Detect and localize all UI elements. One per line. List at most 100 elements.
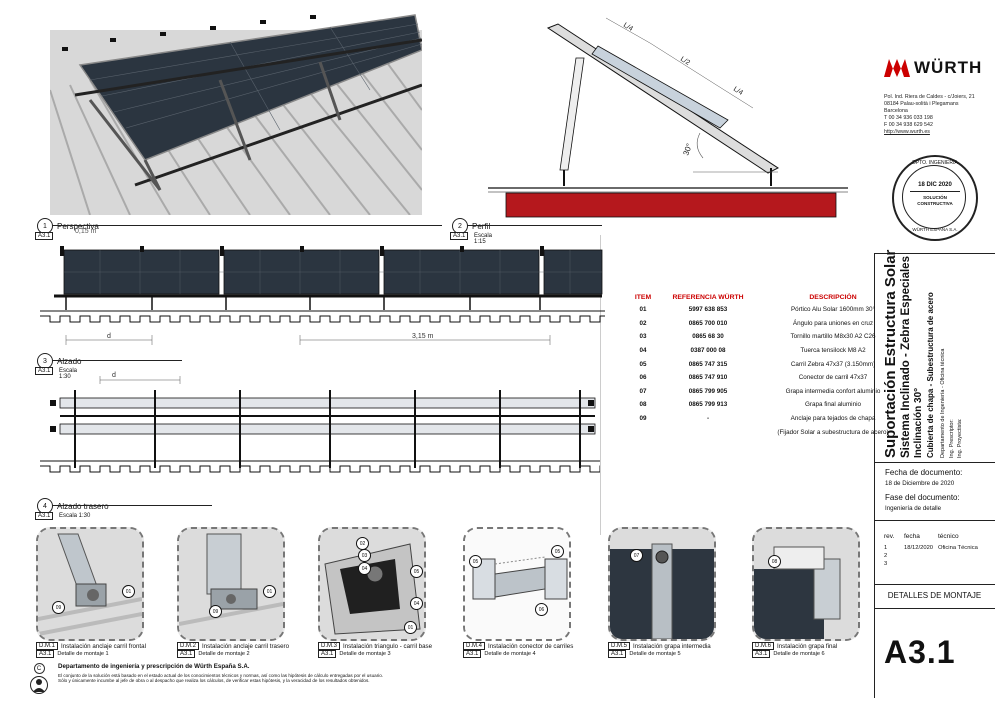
detail-sub: Detalle de montaje 3 bbox=[339, 651, 391, 657]
callout-4a: 05 bbox=[469, 555, 482, 568]
item-num: 06 bbox=[639, 374, 647, 382]
footer: C Departamento de ingeniería y prescripc… bbox=[30, 663, 860, 694]
engineer-icon bbox=[30, 676, 48, 694]
copyright-icon: C bbox=[33, 663, 45, 674]
detail-sheet: A3.1 bbox=[177, 650, 196, 658]
table-row: 09-Anclaje para tejados de chapa bbox=[624, 412, 912, 426]
detail-sub: Detalle de montaje 6 bbox=[773, 651, 825, 657]
detail-box-5: 07 bbox=[608, 527, 716, 641]
item-num: 07 bbox=[639, 387, 647, 395]
rev-3: 3 bbox=[884, 561, 888, 567]
detail-sub: Detalle de montaje 2 bbox=[198, 651, 250, 657]
view-sheet-4: A3.1 bbox=[35, 512, 54, 520]
sheet-name: DETALLES DE MONTAJE bbox=[887, 591, 982, 600]
detail-title: Instalación conector de carriles bbox=[488, 642, 574, 650]
detail-sub: Detalle de montaje 1 bbox=[57, 651, 109, 657]
detail-sheet: A3.1 bbox=[36, 650, 55, 658]
project-ing1: Ing. Prescriptor: bbox=[949, 419, 955, 458]
view-sheet-3: A3.1 bbox=[35, 367, 54, 375]
item-ref: 0865 700 010 bbox=[688, 319, 728, 327]
item-ref: 0865 799 905 bbox=[688, 387, 728, 395]
profile-angle-label: 30° bbox=[681, 142, 694, 156]
address-line-6[interactable]: http://www.wurth.es bbox=[884, 129, 930, 135]
callout-2a: 01 bbox=[263, 585, 276, 598]
view-scale-4: Escala 1:30 bbox=[59, 513, 91, 519]
profile-view-drawing: L/4 L/2 L/4 30° bbox=[488, 17, 848, 218]
item-ref: 5997 638 853 bbox=[688, 306, 728, 314]
item-num: 09 bbox=[639, 415, 647, 423]
view-title-3: Alzado bbox=[57, 356, 82, 366]
wurth-logo-icon bbox=[884, 59, 910, 77]
doc-phase-label: Fase del documento: bbox=[885, 493, 960, 502]
detail-sheet: A3.1 bbox=[752, 650, 771, 658]
stamp-line2: CONSTRUCTIVA bbox=[917, 201, 953, 206]
detail-code: D.M.4 bbox=[463, 642, 486, 650]
detail-sheet: A3.1 bbox=[608, 650, 627, 658]
item-desc: Ángulo para uniones en cruz bbox=[792, 319, 874, 327]
detail-title: Instalación anclaje carril trasero bbox=[202, 642, 290, 650]
item-ref: 0865 747 315 bbox=[688, 360, 728, 368]
detail-box-2: 01 09 bbox=[177, 527, 285, 641]
callout-3b: 03 bbox=[358, 549, 371, 562]
detail-title: Instalación triangulo - carril base bbox=[343, 642, 433, 650]
item-note: (Fijador Solar a subestructura de acero) bbox=[777, 428, 889, 436]
address-line-4: T 00 34 936 033 198 bbox=[884, 115, 933, 121]
view-tag-perfil: 2 Perfil A3.1 Escala 1:15 bbox=[450, 218, 492, 245]
item-num: 04 bbox=[639, 347, 647, 355]
doc-date-value: 18 de Diciembre de 2020 bbox=[885, 480, 955, 487]
engineering-stamp: DPTO. INGENIERÍA 18 DIC 2020 SOLUCIÓN CO… bbox=[892, 155, 978, 241]
items-header-item: ITEM bbox=[634, 294, 652, 301]
detail-sheet: A3.1 bbox=[318, 650, 337, 658]
rev-1-tecnico: Oficina Técnica bbox=[938, 545, 978, 551]
callout-2b: 09 bbox=[209, 605, 222, 618]
item-num: 08 bbox=[639, 401, 647, 409]
item-ref: - bbox=[706, 415, 710, 423]
doc-date-label: Fecha de documento: bbox=[885, 468, 963, 477]
rev-1-fecha: 18/12/2020 bbox=[904, 545, 934, 551]
elev-dim-d: d bbox=[107, 333, 111, 340]
footer-heading: Departamento de ingeniería y prescripció… bbox=[58, 663, 250, 670]
brand-block: WÜRTH Pol. Ind. Riera de Caldes - c/Joie… bbox=[884, 58, 982, 136]
footer-line1: El conjunto de la solución está basado e… bbox=[58, 673, 384, 678]
detail-title: Instalación anclaje carril frontal bbox=[61, 642, 146, 650]
callout-4c: 06 bbox=[535, 603, 548, 616]
front-elevation-drawing bbox=[40, 246, 605, 345]
rev-header-fecha: fecha bbox=[904, 533, 920, 540]
project-deck: Cubierta de chapa - Subestructura de ace… bbox=[926, 292, 935, 458]
view-tag-alzado: 3 Alzado A3.1 Escala 1:30 bbox=[35, 353, 82, 380]
table-row: 07 0865 799 905 Grapa intermedia confort a… bbox=[624, 385, 912, 399]
rev-1: 1 bbox=[884, 545, 888, 551]
item-desc: Grapa final aluminio bbox=[804, 401, 861, 409]
view-scale-2: Escala 1:15 bbox=[474, 233, 493, 245]
perspective-render bbox=[50, 10, 422, 215]
view-title-2: Perfil bbox=[472, 221, 491, 231]
item-desc: Tornillo martillo M8x30 A2 C26 bbox=[790, 333, 876, 341]
elev-dim-span: 3,15 m bbox=[412, 333, 434, 340]
item-ref: 0865 68 30 bbox=[692, 333, 724, 341]
rev-2: 2 bbox=[884, 553, 888, 559]
detail-code: D.M.2 bbox=[177, 642, 200, 650]
project-dept: Departamento de Ingeniería - Oficina téc… bbox=[940, 348, 946, 458]
callout-3e: 04 bbox=[410, 597, 423, 610]
address-line-3: Barcelona bbox=[884, 108, 908, 114]
item-desc: Grapa intermedia confort aluminio bbox=[785, 387, 881, 395]
items-header-desc: DESCRIPCIÓN bbox=[809, 294, 857, 301]
detail-title: Instalación grapa final bbox=[777, 642, 838, 650]
profile-dim-q2: L/4 bbox=[732, 86, 744, 97]
stamp-date: 18 DIC 2020 bbox=[918, 182, 952, 188]
address-line-5: F 00 34 938 629 542 bbox=[884, 122, 933, 128]
sheet-code: A3.1 bbox=[884, 634, 956, 670]
detail-box-3: 02 03 04 05 04 01 bbox=[318, 527, 426, 641]
rev-header-tecnico: técnico bbox=[938, 533, 959, 540]
view-title-1: Perspectiva bbox=[57, 221, 99, 231]
